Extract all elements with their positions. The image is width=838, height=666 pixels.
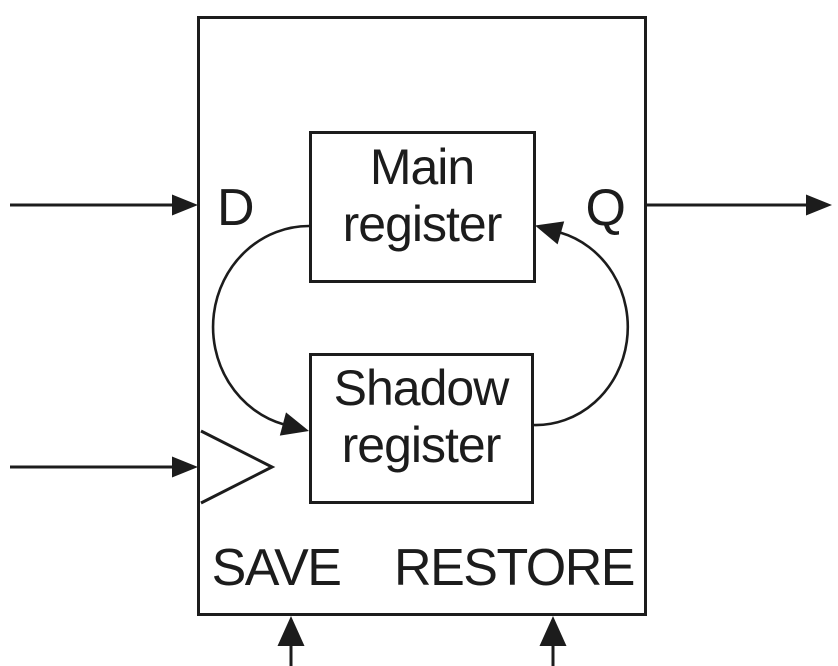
save-control-arrowhead-icon — [277, 616, 305, 646]
data-input-port-label: D — [217, 179, 253, 237]
clock-edge-triangle-icon — [200, 429, 276, 505]
save-control-label: SAVE — [212, 539, 341, 597]
data-output-arrowhead-icon — [806, 194, 832, 216]
main-register-label-line1: Main — [370, 139, 474, 195]
shadow-register-label-line2: register — [342, 417, 501, 473]
restore-control-label: RESTORE — [394, 539, 634, 597]
save-arc-arrowhead-icon — [279, 412, 309, 436]
data-output-port-label: Q — [586, 179, 625, 237]
data-input-arrowhead-icon — [172, 194, 198, 216]
restore-arc — [532, 231, 630, 427]
restore-arc-arrowhead-icon — [535, 221, 565, 245]
save-arc — [211, 224, 310, 426]
clock-input-arrowhead-icon — [172, 456, 198, 478]
outer-box — [197, 16, 647, 616]
main-register-box — [309, 131, 536, 283]
shadow-register-box — [309, 353, 534, 504]
main-register-label-line2: register — [343, 196, 502, 252]
shadow-register-label-line1: Shadow — [334, 360, 511, 416]
restore-control-arrowhead-icon — [539, 616, 567, 646]
